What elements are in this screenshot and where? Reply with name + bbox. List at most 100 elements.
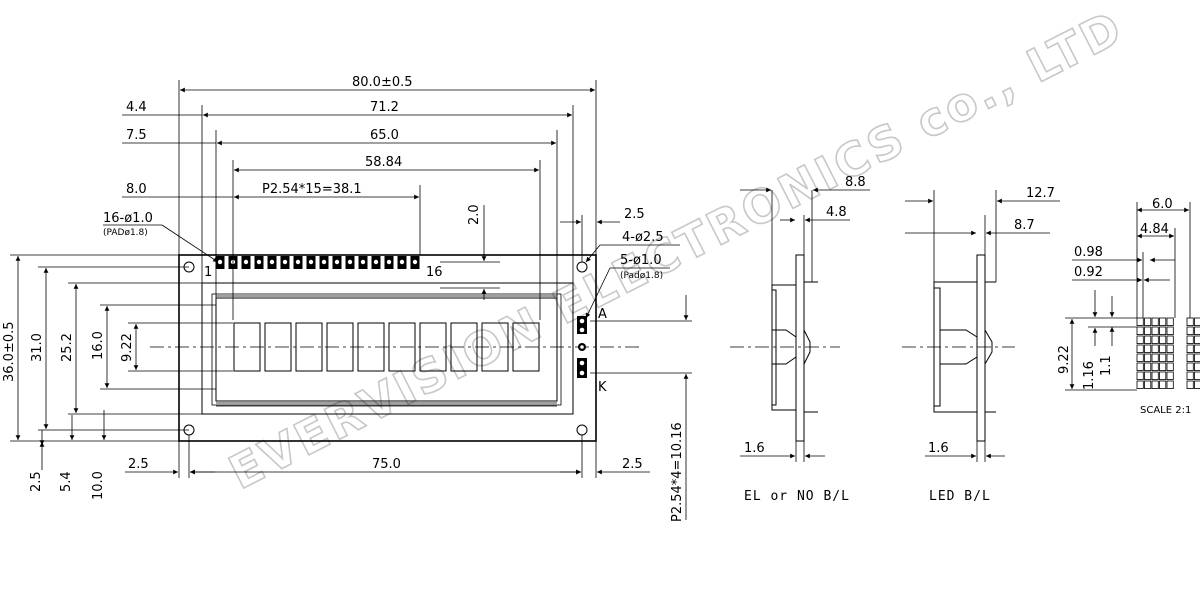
dot-cell [1136, 317, 1144, 326]
bezel-outline [201, 282, 574, 415]
pin-1-label: 1 [204, 265, 212, 280]
dot-cell [1151, 353, 1159, 362]
pin-hole [217, 259, 223, 265]
dim-pin-span: P2.54*15=38.1 [262, 182, 362, 197]
front-view: A K 1 16 80.0±0.5 71.2 65.0 58.84 P2.54*… [2, 75, 692, 522]
dot-cell [1159, 371, 1167, 380]
dot-cell [1166, 317, 1174, 326]
dot-cell [1151, 344, 1159, 353]
dim-overall-width: 80.0±0.5 [352, 75, 413, 90]
dot-cell [1136, 353, 1144, 362]
pin-hole [347, 259, 353, 265]
dot-cell [1144, 362, 1152, 371]
dot-cell [1166, 335, 1174, 344]
pin-hole [399, 259, 405, 265]
dim-dot-gap: 0.92 [1074, 265, 1103, 280]
dim-led-pitch: P2.54*4=10.16 [670, 422, 685, 522]
led-anode-label: A [598, 307, 607, 322]
dot-cell-next [1186, 344, 1194, 353]
dot-cell [1144, 380, 1152, 389]
pin-hole [282, 259, 288, 265]
dot-cell [1144, 335, 1152, 344]
led-dim-mid: 8.7 [1014, 218, 1035, 233]
dot-cell [1151, 371, 1159, 380]
dim-v-5-4: 5.4 [59, 471, 74, 492]
dim-h-16-0: 16.0 [91, 331, 106, 360]
dot-cell [1166, 344, 1174, 353]
side-view-el: 8.8 4.8 1.6 EL or NO B/L [730, 175, 870, 504]
pin-hole [373, 259, 379, 265]
dim-mount-holes: 4-ø2.5 [622, 230, 664, 245]
dot-cell [1144, 344, 1152, 353]
dot-cell [1151, 326, 1159, 335]
dot-cell [1159, 362, 1167, 371]
dim-h-1-16: 1.16 [1082, 361, 1097, 390]
dot-cell-next [1194, 326, 1200, 335]
dot-cell [1159, 380, 1167, 389]
dim-w-total: 6.0 [1152, 197, 1173, 212]
dim-h-1-1: 1.1 [1099, 355, 1114, 376]
led-view-label: LED B/L [929, 489, 991, 504]
pin-hole [334, 259, 340, 265]
dim-h-char: 9.22 [1057, 345, 1072, 374]
dot-cell [1144, 353, 1152, 362]
dot-cell [1159, 335, 1167, 344]
led-dim-top: 12.7 [1026, 186, 1055, 201]
dim-left-4-4: 4.4 [126, 100, 147, 115]
dot-cell [1151, 317, 1159, 326]
dot-cell-next [1186, 353, 1194, 362]
pin-hole [295, 259, 301, 265]
dot-cell-next [1186, 317, 1194, 326]
dot-cell [1159, 326, 1167, 335]
dim-overall-height: 36.0±0.5 [2, 321, 17, 382]
dim-dot-w: 0.98 [1074, 245, 1103, 260]
dim-pin-holes: 16-ø1.0 [103, 211, 153, 226]
pin-hole [308, 259, 314, 265]
dot-cell-next [1194, 371, 1200, 380]
character-detail: 6.0 4.84 0.98 0.92 9.22 1.16 1.1 SCALE 2… [1057, 197, 1200, 416]
dim-bottom-left: 2.5 [128, 457, 149, 472]
dim-h-31-0: 31.0 [30, 333, 45, 362]
dot-cell-next [1194, 380, 1200, 389]
dot-cell [1159, 317, 1167, 326]
dot-cell [1166, 353, 1174, 362]
led-pcb [976, 254, 986, 442]
dot-cell [1136, 326, 1144, 335]
dot-cell [1136, 362, 1144, 371]
pin-16-label: 16 [426, 265, 443, 280]
el-dim-top: 8.8 [845, 175, 866, 190]
dot-cell [1166, 380, 1174, 389]
led-pins [577, 316, 587, 378]
dim-h-25-2: 25.2 [60, 333, 75, 362]
pin-header [215, 256, 420, 269]
pin-hole [256, 259, 262, 265]
el-dim-mid: 4.8 [826, 205, 847, 220]
dot-cell [1151, 335, 1159, 344]
dim-v-2-5: 2.5 [29, 471, 44, 492]
pin-hole [269, 259, 275, 265]
viewing-area [215, 297, 558, 402]
dim-pin-offset: 2.0 [467, 204, 482, 225]
viewing-frame [211, 293, 562, 406]
led-cathode-label: K [598, 380, 607, 395]
dot-cell-next [1186, 335, 1194, 344]
dot-cell [1166, 326, 1174, 335]
dot-cell [1144, 371, 1152, 380]
dim-led-pads: (Padø1.8) [620, 271, 663, 281]
char-cell [264, 322, 292, 372]
dot-cell-next [1194, 353, 1200, 362]
dim-led-holes: 5-ø1.0 [620, 253, 662, 268]
el-pcb [795, 254, 805, 442]
dot-cell-next [1186, 362, 1194, 371]
dot-cell [1136, 380, 1144, 389]
side-view-led: 12.7 8.7 1.6 LED B/L [902, 186, 1060, 504]
led-dim-bottom: 1.6 [928, 441, 949, 456]
scale-label: SCALE 2:1 [1140, 405, 1191, 416]
dim-bottom-right: 2.5 [622, 457, 643, 472]
dim-view-width: 65.0 [370, 128, 399, 143]
dim-left-7-5: 7.5 [126, 128, 147, 143]
dot-cell [1136, 344, 1144, 353]
dot-cell [1136, 335, 1144, 344]
